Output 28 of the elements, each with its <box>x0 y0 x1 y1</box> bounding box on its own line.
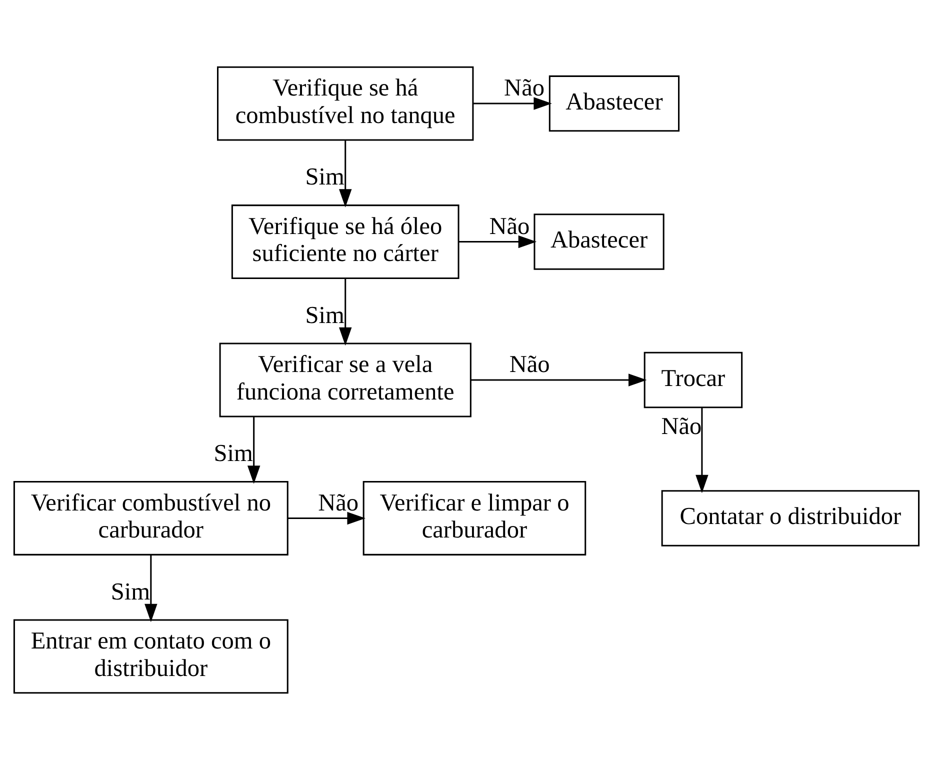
node-box: Verificar e limpar o carburador <box>362 481 586 556</box>
node-box: Verifique se há combustível no tanque <box>217 66 474 141</box>
node-box: Entrar em contato com o distribuidor <box>13 619 288 694</box>
arrow <box>696 408 708 494</box>
arrow <box>247 417 260 484</box>
edge-label: Não <box>504 74 545 102</box>
edge-label: Sim <box>305 302 344 329</box>
edge-label: Não <box>318 489 359 516</box>
arrow <box>288 512 366 525</box>
node-box: Abastecer <box>548 75 680 132</box>
arrow <box>144 555 158 622</box>
node-box: Verificar se a vela funciona corretamente <box>219 342 472 418</box>
node-box: Verifique se há óleo suficiente no cárter <box>231 204 460 279</box>
arrow <box>473 97 552 110</box>
arrow <box>458 235 537 248</box>
arrow <box>470 374 647 386</box>
edge-label: Não <box>661 412 702 440</box>
arrow <box>338 278 352 346</box>
node-box: Verificar combustível no carburador <box>13 481 288 556</box>
edge-label: Não <box>489 212 530 240</box>
node-box: Trocar <box>644 352 743 408</box>
edge-label: Não <box>509 351 550 378</box>
node-box: Contatar o distribuidor <box>661 490 920 546</box>
node-box: Abastecer <box>534 214 664 270</box>
edge-label: Sim <box>110 578 150 606</box>
arrow <box>338 140 352 208</box>
edge-label: Sim <box>305 164 344 191</box>
edge-label: Sim <box>214 440 253 468</box>
